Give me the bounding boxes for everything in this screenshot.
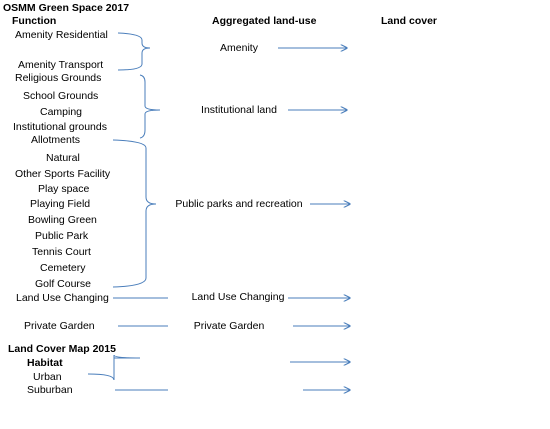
lcm-habitat-header: Habitat: [27, 357, 63, 369]
function-item: Land Use Changing: [16, 292, 109, 304]
brace-amenity: [117, 32, 151, 71]
function-item: Golf Course: [35, 278, 92, 290]
function-item: Institutional grounds: [13, 121, 107, 133]
brace-institutional: [139, 74, 161, 139]
page-title: OSMM Green Space 2017: [3, 2, 130, 14]
function-item: Bowling Green: [28, 214, 97, 226]
function-item: Private Garden: [24, 320, 95, 332]
header-aggregated: Aggregated land-use: [212, 15, 317, 27]
function-item: Camping: [40, 106, 83, 118]
function-item: Public Park: [35, 230, 89, 242]
aggregated-item: Land Use Changing: [191, 291, 285, 303]
function-item: Tennis Court: [32, 246, 91, 258]
function-item: Other Sports Facility: [15, 168, 111, 180]
aggregated-item: Institutional land: [201, 104, 277, 116]
lcm-class-item: Suburban: [27, 384, 73, 396]
function-item: Playing Field: [30, 198, 91, 210]
aggregated-item: Amenity: [220, 42, 258, 54]
aggregated-item: Private Garden: [193, 320, 265, 332]
brace-urban: [87, 354, 141, 381]
header-land-cover: Land cover: [381, 15, 438, 27]
function-item: Amenity Transport: [18, 59, 104, 71]
header-function: Function: [12, 15, 57, 27]
function-item: Natural: [46, 152, 80, 164]
lcm-class-item: Urban: [33, 371, 62, 383]
function-item: Religious Grounds: [15, 72, 102, 84]
function-item: Play space: [38, 183, 90, 195]
function-item: Cemetery: [40, 262, 86, 274]
function-item: Allotments: [31, 134, 81, 146]
aggregated-item: Public parks and recreation: [175, 198, 303, 210]
function-item: Amenity Residential: [15, 29, 108, 41]
lcm-title: Land Cover Map 2015: [8, 343, 116, 355]
brace-public-parks: [112, 139, 157, 288]
function-item: School Grounds: [23, 90, 99, 102]
